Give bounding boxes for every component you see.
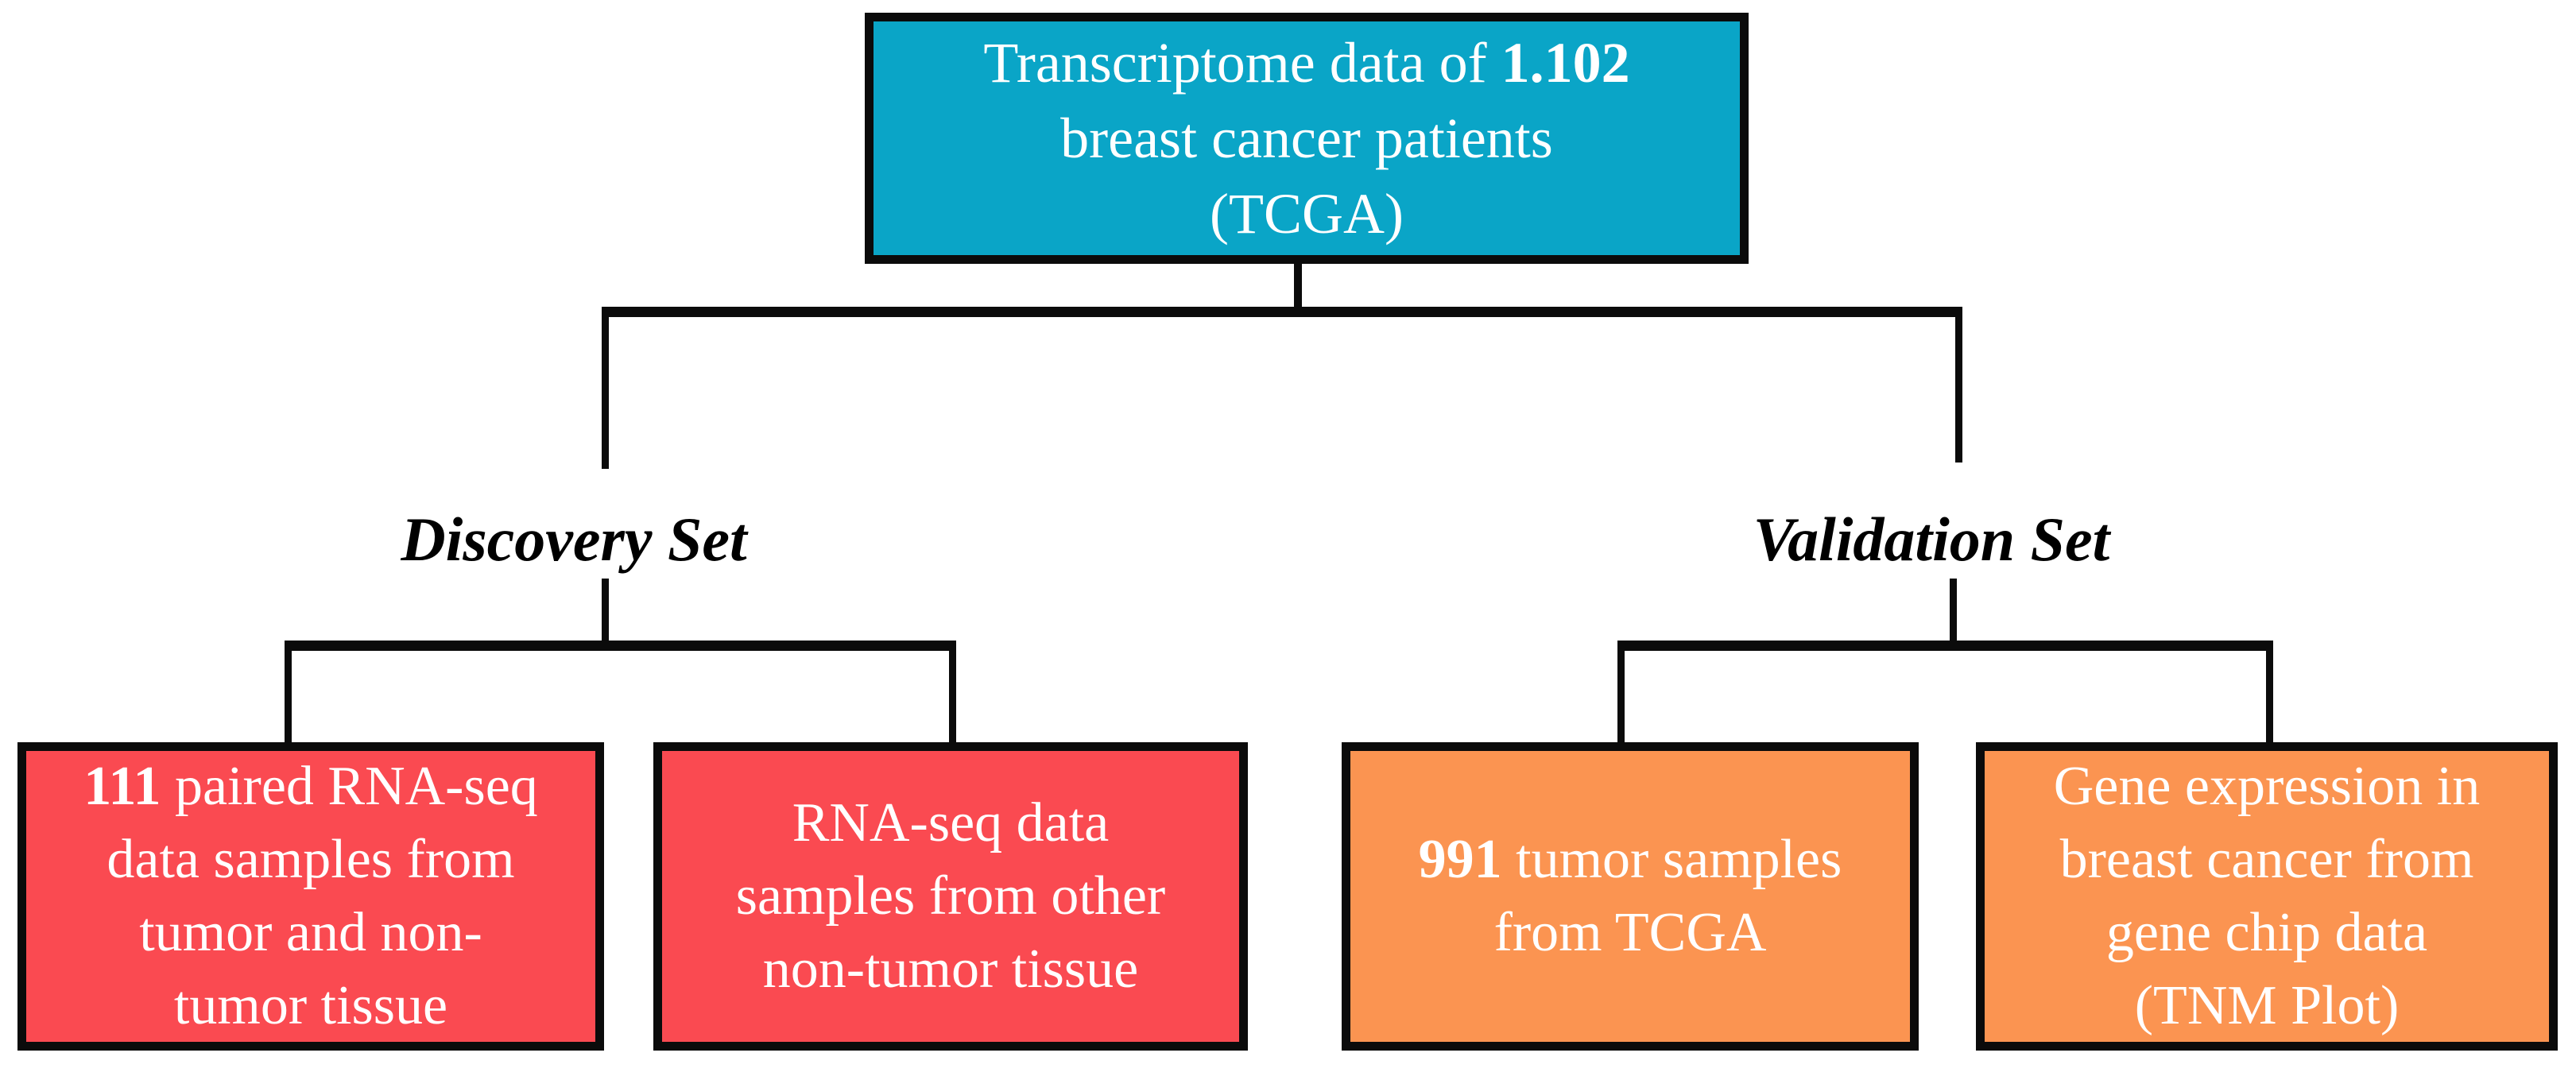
- connector-discovery-left-stub: [285, 641, 292, 747]
- d1-line-1-rest: paired RNA-seq: [161, 756, 538, 817]
- connector-discovery-stem: [602, 579, 609, 647]
- connector-validation-drop: [1955, 307, 1962, 463]
- discovery-box-other-nontumor-text: RNA-seq data samples from other non-tumo…: [662, 787, 1239, 1006]
- root-line-1-normal: Transcriptome data of: [983, 30, 1501, 95]
- connector-discovery-drop: [602, 307, 609, 469]
- discovery-box-paired-samples: 111 paired RNA-seq data samples from tum…: [17, 742, 604, 1051]
- connector-level1-horizontal: [602, 307, 1962, 317]
- connector-validation-horizontal: [1617, 641, 2273, 651]
- d2-line-3: non-tumor tissue: [762, 939, 1139, 1000]
- v2-line-1: Gene expression in: [2053, 756, 2481, 817]
- validation-box-tcga-tumor: 991 tumor samples from TCGA: [1342, 742, 1919, 1051]
- connector-discovery-horizontal: [285, 641, 956, 651]
- v2-line-2: breast cancer from: [2059, 829, 2474, 890]
- root-line-2: breast cancer patients: [1060, 106, 1553, 170]
- validation-set-label: Validation Set: [1753, 505, 2110, 574]
- d1-line-4: tumor tissue: [173, 975, 448, 1036]
- d2-line-2: samples from other: [735, 865, 1166, 927]
- connector-validation-stem: [1950, 579, 1957, 647]
- v1-line-1-rest: tumor samples: [1501, 829, 1842, 890]
- v2-line-4: (TNM Plot): [2134, 975, 2400, 1036]
- d1-line-2: data samples from: [107, 829, 515, 890]
- root-box-tcga: Transcriptome data of 1.102 breast cance…: [865, 13, 1749, 264]
- validation-box-tcga-tumor-text: 991 tumor samples from TCGA: [1350, 823, 1910, 970]
- v2-line-3: gene chip data: [2105, 902, 2428, 963]
- v1-line-1-bold-count: 991: [1418, 829, 1502, 890]
- v1-line-1: 991 tumor samples: [1350, 823, 1910, 896]
- connector-discovery-right-stub: [949, 641, 956, 747]
- d1-line-3: tumor and non-: [139, 902, 482, 963]
- discovery-set-label: Discovery Set: [401, 505, 747, 574]
- connector-validation-left-stub: [1617, 641, 1625, 747]
- validation-box-tnm-plot-text: Gene expression in breast cancer from ge…: [1985, 750, 2549, 1043]
- connector-validation-right-stub: [2266, 641, 2273, 747]
- d1-line-1: 111 paired RNA-seq: [26, 750, 595, 823]
- connector-root-stem: [1294, 262, 1302, 312]
- discovery-box-paired-samples-text: 111 paired RNA-seq data samples from tum…: [26, 750, 595, 1043]
- discovery-box-other-nontumor: RNA-seq data samples from other non-tumo…: [653, 742, 1248, 1051]
- d2-line-1: RNA-seq data: [792, 792, 1110, 853]
- root-box-text: Transcriptome data of 1.102 breast cance…: [874, 25, 1740, 252]
- d1-line-1-bold-count: 111: [83, 756, 161, 817]
- validation-box-tnm-plot: Gene expression in breast cancer from ge…: [1976, 742, 2558, 1051]
- v1-line-2: from TCGA: [1493, 902, 1767, 963]
- root-line-3: (TCGA): [1210, 181, 1404, 246]
- root-line-1: Transcriptome data of 1.102: [874, 25, 1740, 101]
- root-line-1-bold-count: 1.102: [1501, 30, 1630, 95]
